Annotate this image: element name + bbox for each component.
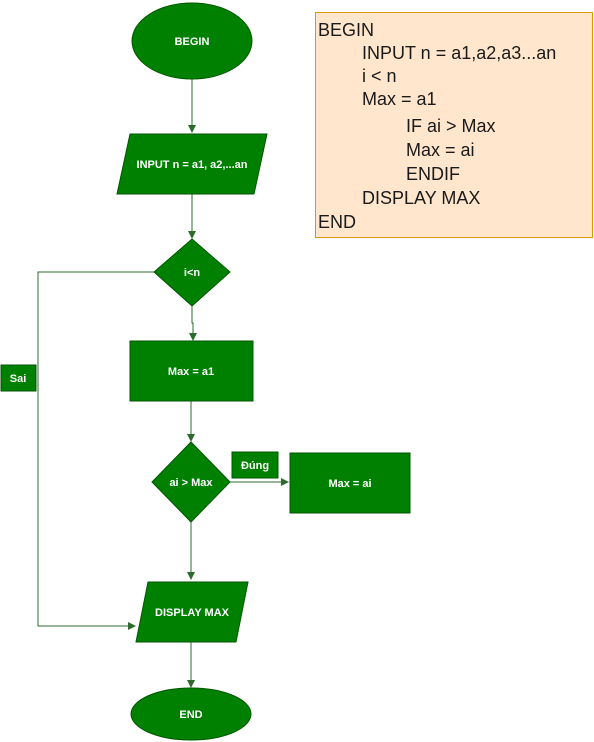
pseudo-line-loop: i < n — [362, 66, 397, 86]
pseudocode-box: BEGIN INPUT n = a1,a2,a3...an i < n Max … — [315, 12, 593, 238]
false-branch-label: Sai — [0, 364, 37, 392]
pseudo-line-display: DISPLAY MAX — [362, 188, 481, 208]
pseudo-line-max-a1: Max = a1 — [362, 89, 437, 109]
end-ellipse — [130, 687, 252, 741]
pseudo-line-input: INPUT n = a1,a2,a3...an — [362, 43, 557, 63]
begin-label: BEGIN — [175, 36, 210, 48]
end-node: END — [130, 687, 252, 741]
compare-condition-node: ai > Max — [151, 441, 231, 523]
true-label-text: Đúng — [241, 460, 269, 472]
begin-ellipse — [131, 2, 253, 80]
compare-label: ai > Max — [169, 477, 213, 489]
assign-max-node: Max = a1 — [129, 340, 254, 402]
assign-max-ai-rect — [289, 452, 411, 514]
pseudo-line-if: IF ai > Max — [406, 116, 496, 136]
input-label: INPUT n = a1, a2,...an — [137, 159, 248, 171]
display-label: DISPLAY MAX — [155, 607, 230, 619]
pseudo-line-begin: BEGIN — [318, 20, 375, 40]
input-node: INPUT n = a1, a2,...an — [116, 133, 268, 195]
assign-max-label: Max = a1 — [168, 366, 214, 378]
pseudo-line-max-ai: Max = ai — [406, 140, 475, 160]
loop-diamond — [153, 238, 231, 307]
end-label: END — [179, 709, 202, 721]
assign-max-ai-node: Max = ai — [289, 452, 411, 514]
connectors — [37, 79, 289, 688]
edge-loop-false-to-display — [37, 271, 154, 630]
begin-node: BEGIN — [131, 2, 253, 80]
compare-diamond — [151, 441, 231, 523]
assign-max-rect — [129, 340, 254, 402]
true-branch-label: Đúng — [231, 451, 279, 479]
pseudo-line-end: END — [318, 212, 357, 232]
edge-loop-to-max — [189, 306, 197, 341]
assign-max-ai-label: Max = ai — [328, 478, 371, 490]
pseudo-line-endif: ENDIF — [406, 164, 460, 184]
false-label-text: Sai — [10, 373, 27, 385]
loop-label: i<n — [184, 267, 200, 279]
display-node: DISPLAY MAX — [135, 581, 249, 643]
false-label-box — [0, 364, 37, 392]
display-parallelogram — [135, 581, 249, 643]
input-parallelogram — [116, 133, 268, 195]
loop-condition-node: i<n — [153, 238, 231, 307]
true-label-box — [231, 451, 279, 479]
